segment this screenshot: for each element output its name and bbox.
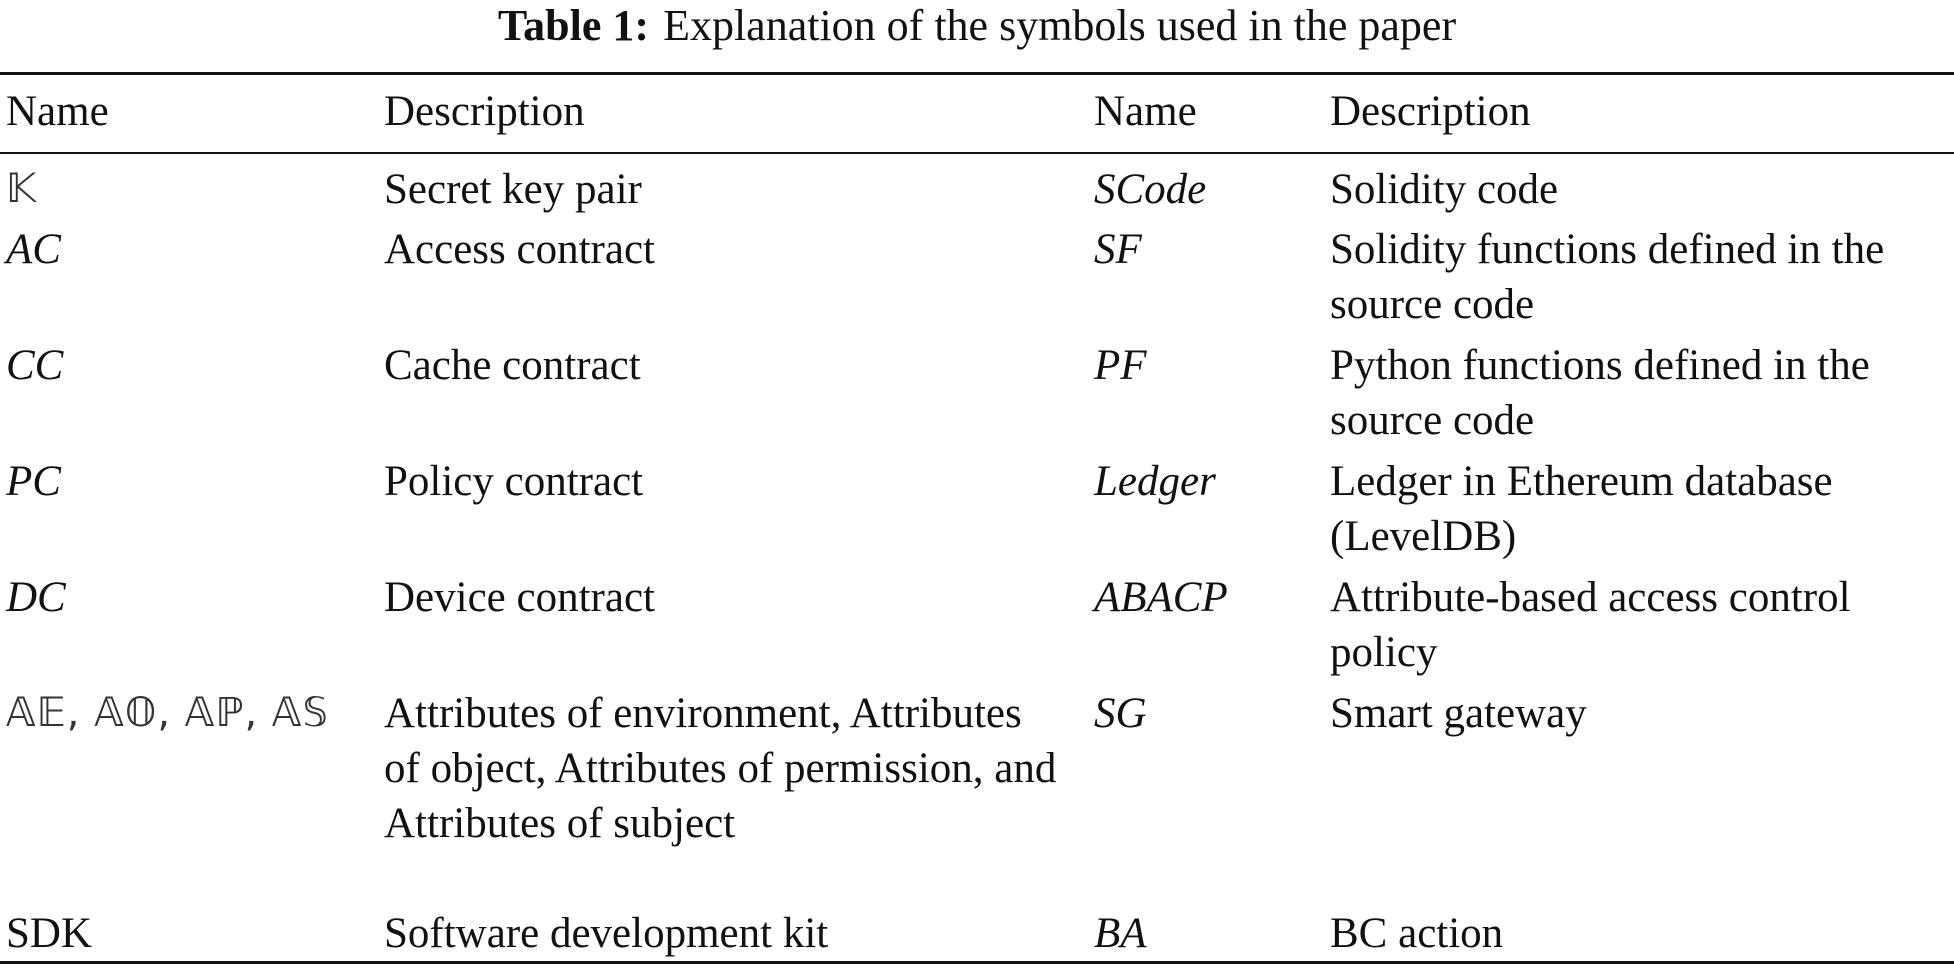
table-caption: Table 1: Explanation of the symbols used … (0, 0, 1954, 52)
row-name-symbol: 𝕂 (6, 166, 38, 212)
caption-label: Table 1: (497, 1, 650, 50)
row-name-symbol: Ledger (1094, 458, 1216, 505)
row-description: Device contract (384, 574, 655, 621)
row-name-symbol: SF (1094, 226, 1142, 273)
row-description: Attribute-based access control policy (1330, 574, 1851, 676)
row-description: Policy contract (384, 458, 644, 505)
header-name-2: Name (1094, 88, 1197, 135)
row-name-symbol: 𝔸𝔼, 𝔸𝕆, 𝔸ℙ, 𝔸𝕊 (6, 690, 329, 736)
row-name-symbol: PC (6, 458, 61, 505)
row-description: Secret key pair (384, 166, 642, 213)
row-description: Cache contract (384, 342, 641, 389)
top-rule (0, 72, 1954, 75)
row-name-symbol: DC (6, 574, 66, 621)
header-name-1: Name (6, 88, 109, 135)
row-name-symbol: SDK (6, 910, 93, 957)
row-description: Solidity code (1330, 166, 1559, 213)
row-description: Smart gateway (1330, 690, 1587, 737)
bottom-rule (0, 961, 1954, 964)
row-name-symbol: PF (1094, 342, 1147, 389)
row-name-symbol: AC (6, 226, 61, 273)
row-name-symbol: SG (1094, 690, 1147, 737)
row-description: Python functions defined in the source c… (1330, 342, 1870, 444)
row-description: Access contract (384, 226, 655, 273)
header-description-1: Description (384, 88, 585, 135)
row-description: Solidity functions defined in the source… (1330, 226, 1885, 328)
row-name-symbol: ABACP (1094, 574, 1228, 621)
row-description: BC action (1330, 910, 1504, 957)
row-name-symbol: CC (6, 342, 64, 389)
row-description: Attributes of environment, Attributes of… (384, 690, 1057, 847)
header-description-2: Description (1330, 88, 1531, 135)
row-description: Ledger in Ethereum database (LevelDB) (1330, 458, 1833, 560)
caption-text: Explanation of the symbols used in the p… (663, 1, 1457, 50)
row-description: Software development kit (384, 910, 829, 957)
header-rule (0, 152, 1954, 154)
row-name-symbol: SCode (1094, 166, 1207, 213)
row-name-symbol: BA (1094, 910, 1147, 957)
